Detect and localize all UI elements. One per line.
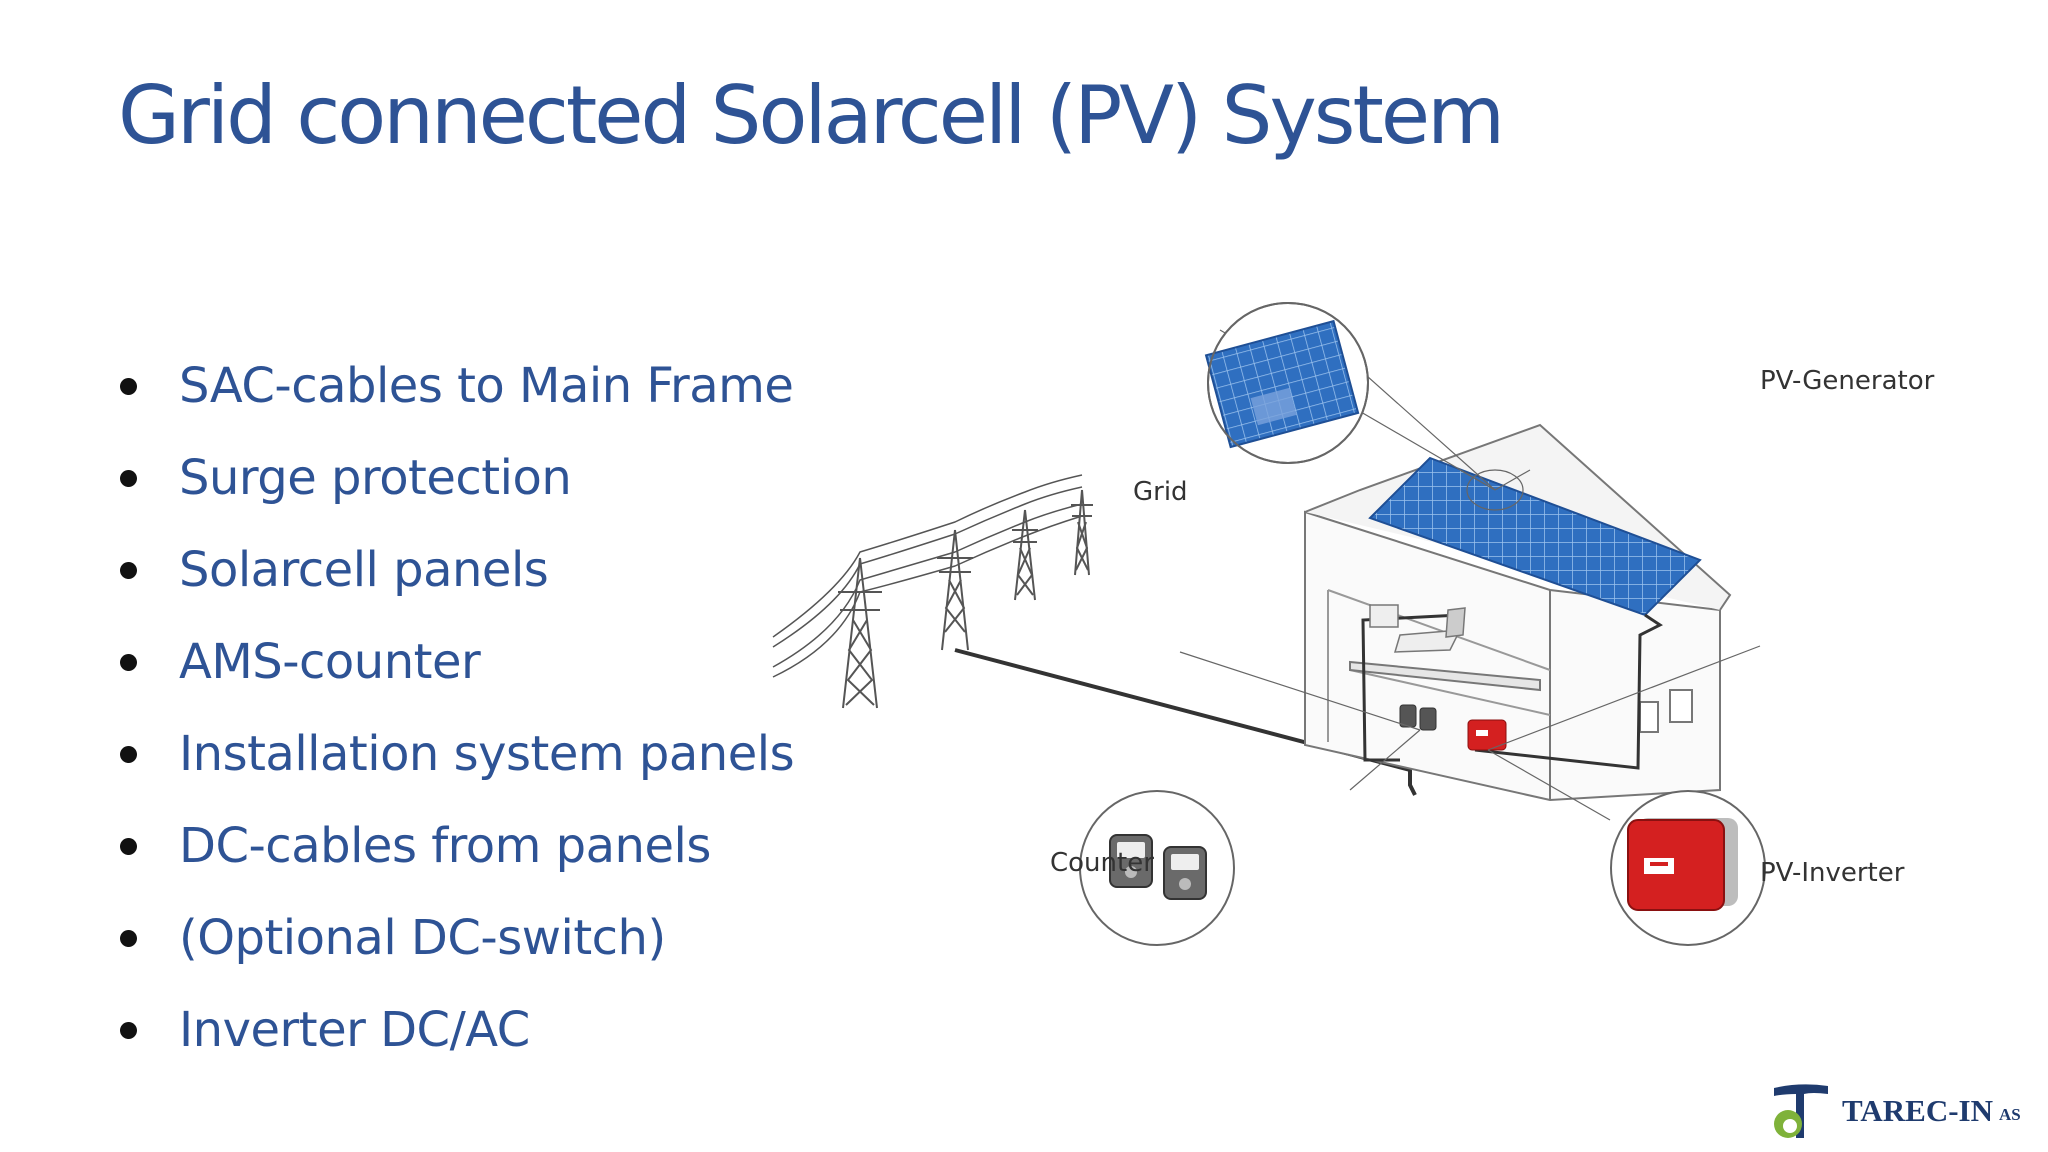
pv-generator-callout [1204, 302, 1369, 464]
bullet-dot [120, 469, 137, 487]
bullet-item: Inverter DC/AC [120, 984, 794, 1076]
slide-title: Grid connected Solarcell (PV) System [118, 69, 1505, 162]
bullet-text: Installation system panels [179, 726, 795, 782]
bullet-item: Solarcell panels [120, 524, 794, 616]
bullet-text: Surge protection [179, 450, 572, 506]
bullet-dot [120, 745, 137, 763]
label-pv-generator: PV-Generator [1760, 366, 1935, 396]
desk-laptop [1369, 604, 1466, 653]
company-logo: TAREC-IN AS [1770, 1082, 2021, 1140]
bullet-item: AMS-counter [120, 616, 794, 708]
bullet-item: Surge protection [120, 432, 794, 524]
pv-system-diagram: Grid PV-Generator Counter PV-Inverter [772, 302, 1935, 946]
bullet-text: AMS-counter [179, 634, 481, 690]
label-pv-inverter: PV-Inverter [1760, 858, 1905, 888]
house [1304, 423, 1732, 802]
label-grid: Grid [1133, 477, 1188, 507]
pv-inverter-callout [1610, 790, 1766, 946]
bullet-dot [120, 561, 137, 579]
bullet-item: (Optional DC-switch) [120, 892, 794, 984]
logo-mark-icon [1774, 1084, 1828, 1138]
bullet-dot [120, 929, 137, 947]
pylon-1 [838, 557, 882, 709]
bullet-dot [120, 837, 137, 855]
counter-callout [1079, 790, 1235, 946]
bullet-dot [120, 377, 137, 395]
power-lines [772, 474, 1083, 678]
inverter-small [1467, 719, 1507, 751]
pylon-4 [1071, 489, 1093, 576]
bullet-item: Installation system panels [120, 708, 795, 800]
bullet-text: Inverter DC/AC [179, 1002, 530, 1058]
logo-text: TAREC-IN [1842, 1093, 1993, 1128]
bullet-dot [120, 653, 137, 671]
pylon-2 [937, 529, 973, 651]
pylon-3 [1012, 509, 1038, 601]
bullet-dot [120, 1021, 137, 1039]
bullet-text: SAC-cables to Main Frame [179, 358, 794, 414]
bullet-item: SAC-cables to Main Frame [120, 340, 794, 432]
dc-cable [1361, 613, 1663, 770]
bullet-item: DC-cables from panels [120, 800, 794, 892]
bullet-text: DC-cables from panels [179, 818, 711, 874]
bullet-list: SAC-cables to Main Frame Surge protectio… [120, 340, 795, 1076]
grid-cable [954, 648, 1417, 796]
bullet-text: (Optional DC-switch) [179, 910, 666, 966]
label-counter: Counter [1050, 848, 1154, 878]
bullet-text: Solarcell panels [179, 542, 549, 598]
meter-small [1399, 704, 1437, 731]
logo-suffix: AS [1999, 1105, 2021, 1124]
